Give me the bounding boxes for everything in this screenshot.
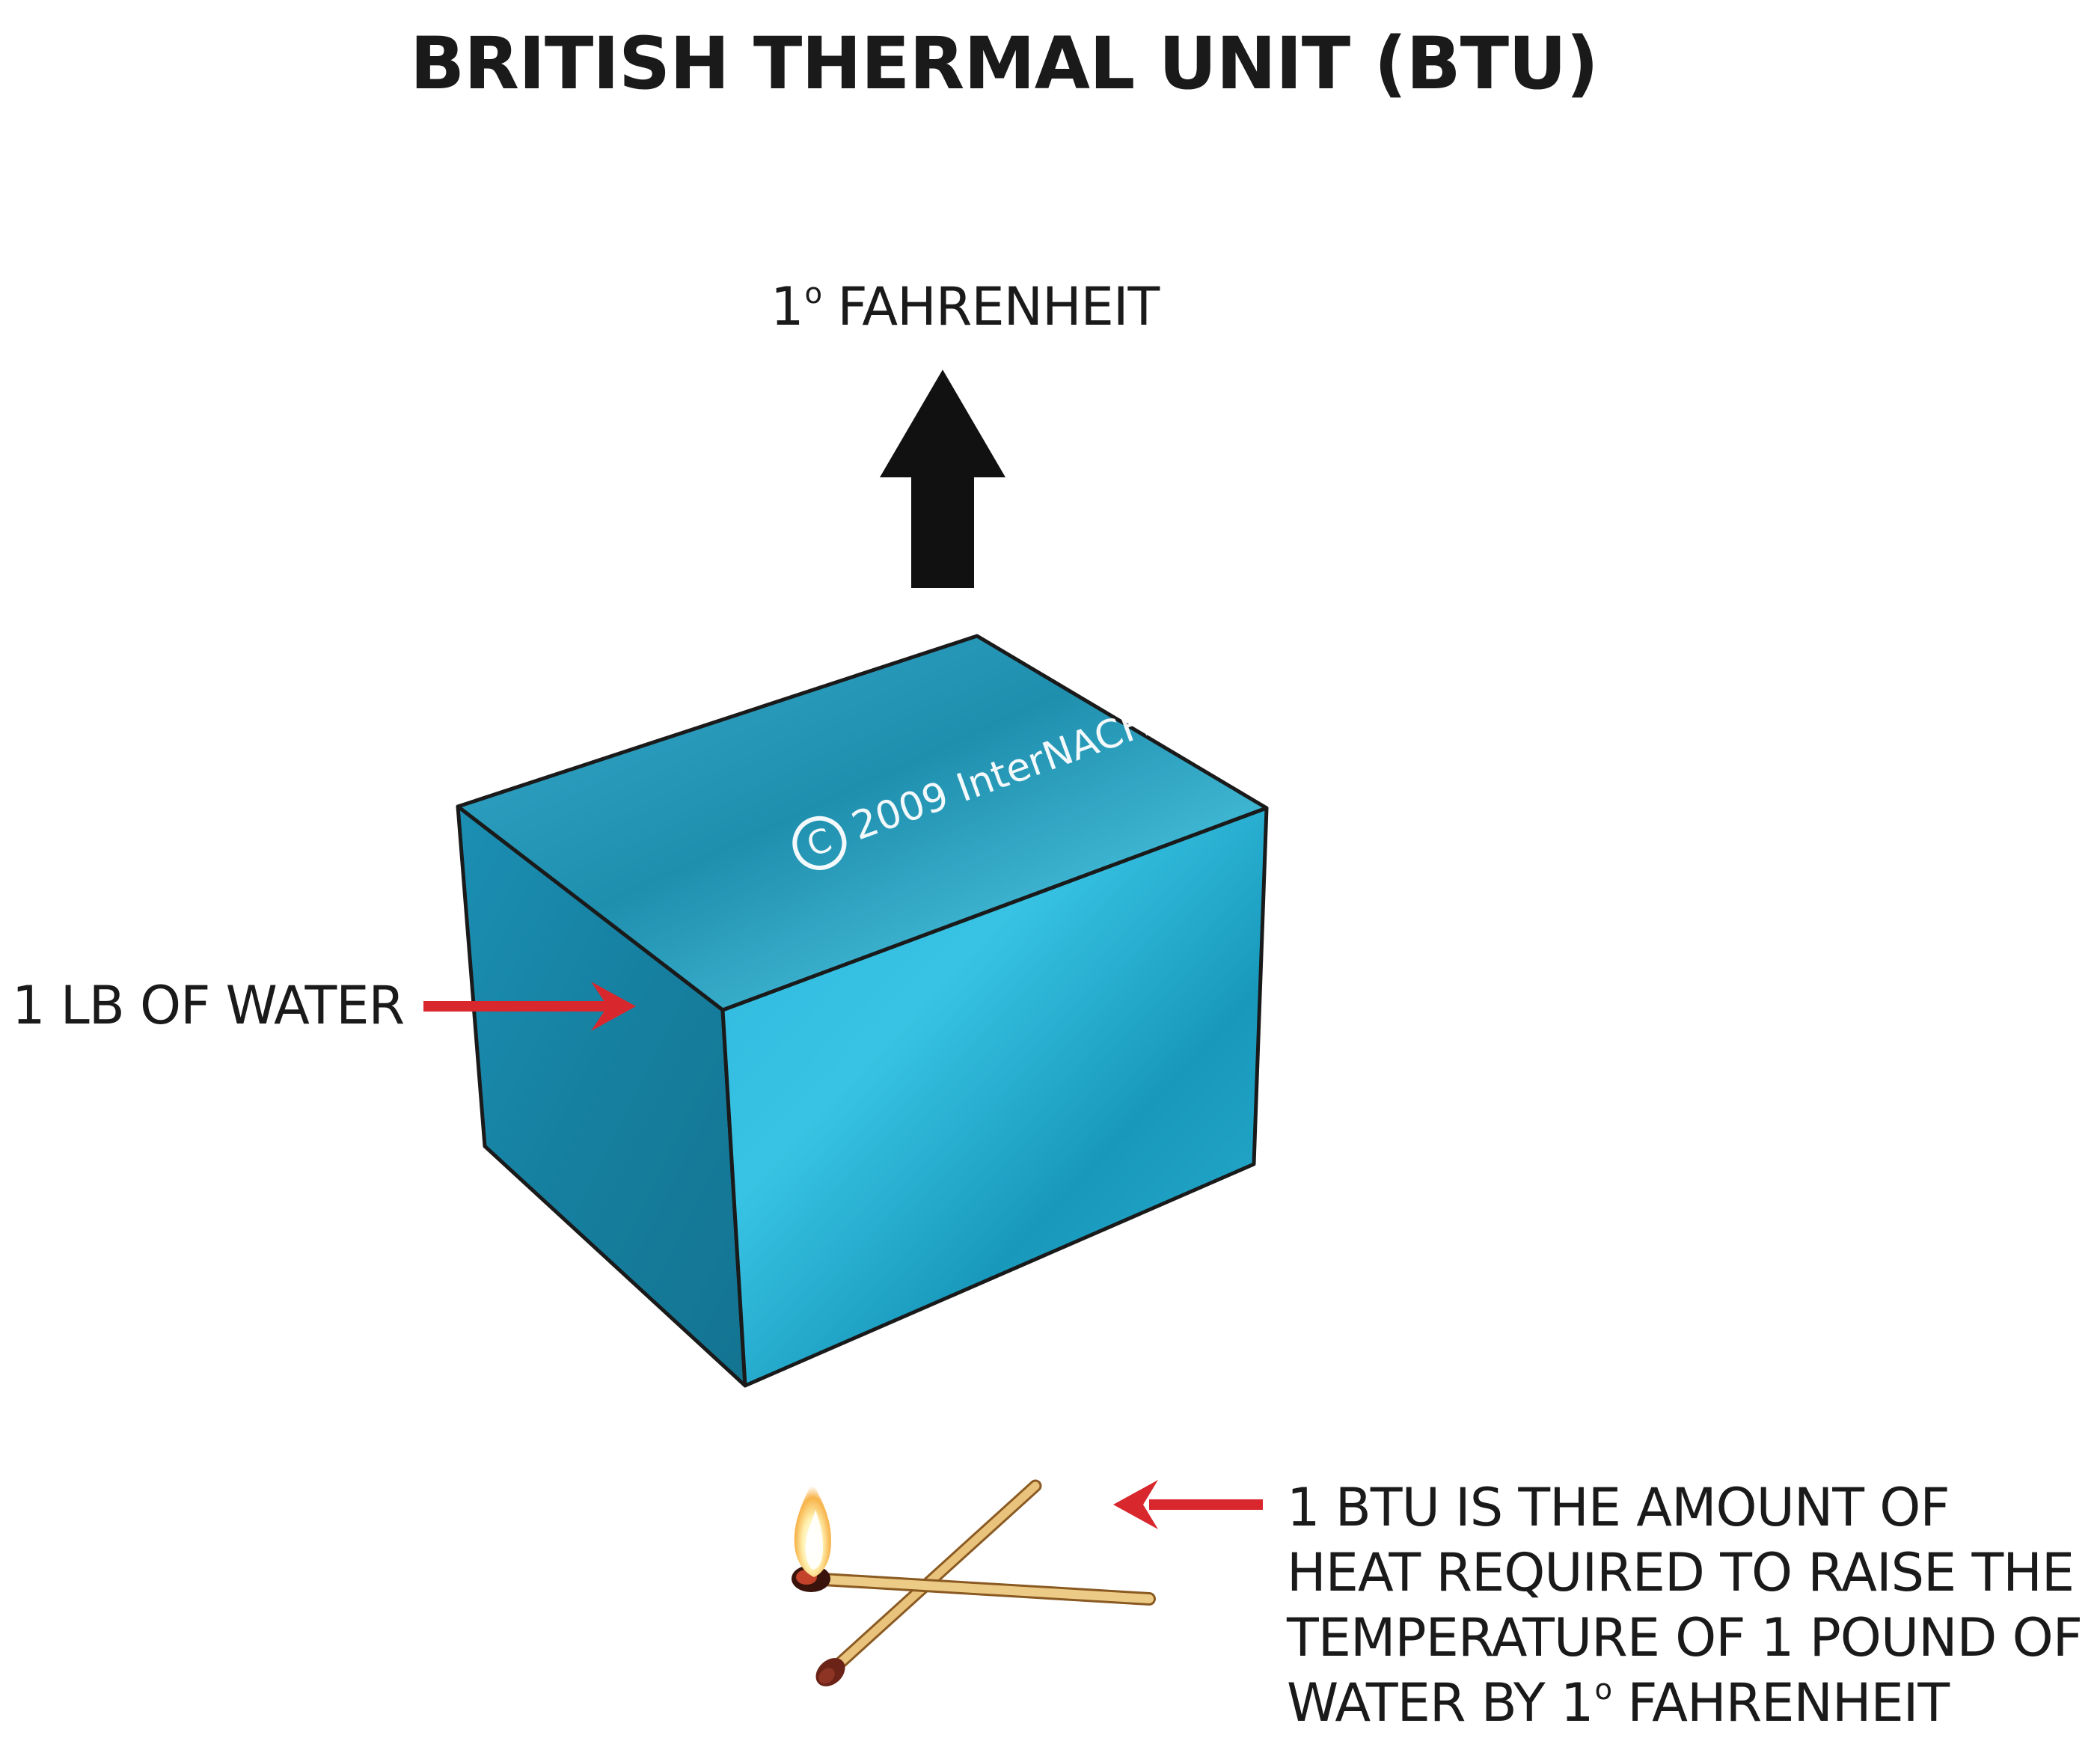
water-label: 1 LB OF WATER (12, 975, 405, 1036)
temperature-unit: FAHRENHEIT (837, 276, 1160, 337)
water-pointer-arrow (423, 982, 636, 1031)
water-block (456, 634, 1269, 1388)
lit-match (792, 1481, 1156, 1606)
definition-line-1: 1 BTU IS THE AMOUNT OF (1287, 1477, 1950, 1538)
temperature-rise-arrow (880, 370, 1005, 588)
btu-definition: 1 BTU IS THE AMOUNT OF HEAT REQUIRED TO … (1287, 1475, 2083, 1736)
temperature-value: 1 (771, 276, 804, 337)
definition-line-4: WATER BY 1o FAHRENHEIT (1287, 1671, 2082, 1736)
temperature-rise-label: 1o FAHRENHEIT (771, 275, 1160, 338)
match-pointer-arrow (1113, 1480, 1263, 1529)
water-block-front-face (720, 806, 1269, 1388)
definition-line-2: HEAT REQUIRED TO RAISE THE (1287, 1542, 2075, 1603)
degree-symbol: o (804, 277, 823, 311)
definition-line-4-unit: FAHRENHEIT (1627, 1672, 1950, 1734)
diagram-title: BRITISH THERMAL UNIT (BTU) (410, 22, 1599, 105)
definition-line-4-prefix: WATER BY 1 (1287, 1672, 1594, 1734)
degree-symbol: o (1594, 1673, 1612, 1707)
definition-line-3: TEMPERATURE OF 1 POUND OF (1287, 1607, 2083, 1668)
